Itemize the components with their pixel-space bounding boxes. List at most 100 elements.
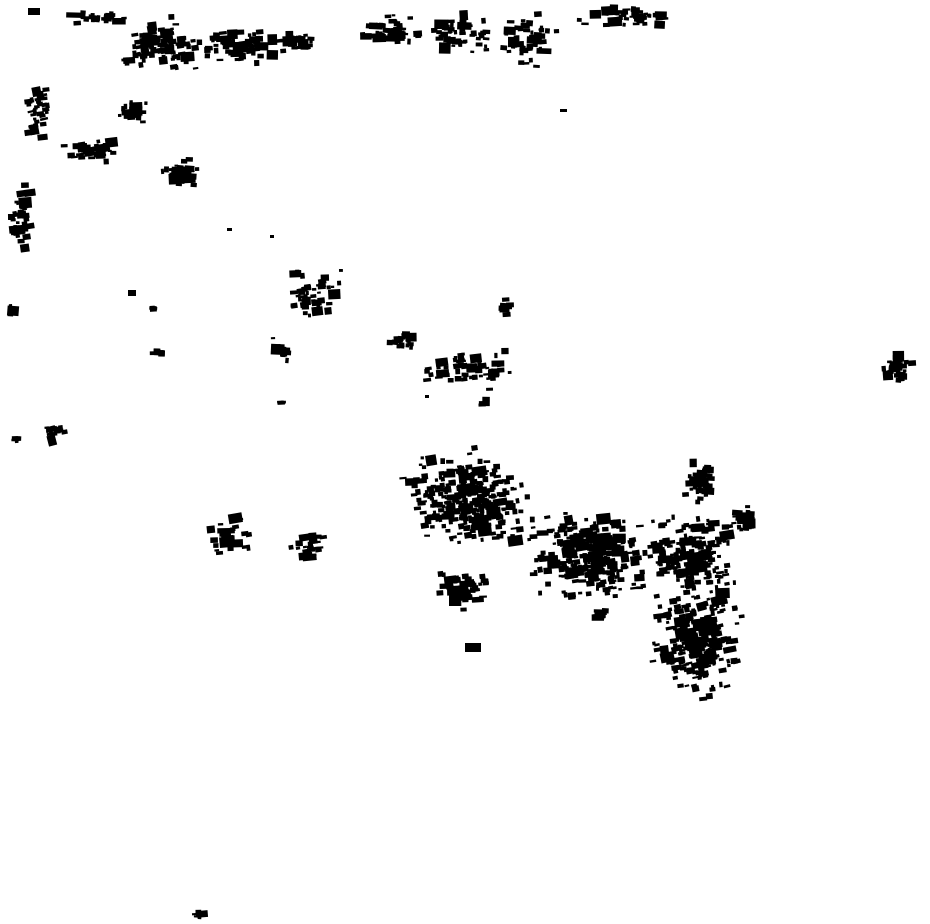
building-footprint <box>523 47 530 51</box>
building-footprint <box>691 523 705 533</box>
building-footprint <box>446 493 462 501</box>
building-footprint <box>705 544 713 551</box>
building-footprint <box>303 33 308 37</box>
building-footprint <box>285 357 289 364</box>
building-footprint <box>518 509 524 514</box>
building-footprint <box>58 425 63 429</box>
building-footprint <box>617 577 625 583</box>
building-footprint <box>554 532 560 535</box>
building-footprint <box>563 514 574 526</box>
building-footprint <box>465 643 481 652</box>
building-footprint <box>688 548 695 553</box>
building-footprint <box>28 124 35 129</box>
building-footprint <box>590 564 596 568</box>
building-footprint <box>435 36 444 41</box>
building-footprint <box>435 358 444 363</box>
building-footprint <box>702 472 707 479</box>
building-footprint <box>673 603 682 610</box>
building-footprint <box>477 458 483 465</box>
building-footprint <box>477 524 485 529</box>
building-footprint <box>543 515 551 520</box>
building-footprint <box>601 526 609 532</box>
building-footprint <box>529 534 538 540</box>
building-footprint <box>478 503 485 509</box>
building-footprint <box>461 573 469 580</box>
building-footprint <box>631 582 637 586</box>
building-footprint <box>616 568 623 573</box>
building-footprint <box>43 93 48 97</box>
building-footprint <box>702 466 714 474</box>
building-footprint <box>653 612 666 620</box>
building-footprint <box>731 521 737 525</box>
building-footprint <box>504 30 509 36</box>
building-footprint <box>250 39 254 44</box>
building-footprint <box>204 53 211 59</box>
building-footprint <box>311 306 324 317</box>
building-footprint <box>654 11 667 18</box>
building-footprint <box>228 41 234 47</box>
building-footprint <box>411 482 418 489</box>
building-footprint <box>436 590 444 596</box>
building-footprint <box>501 347 509 355</box>
building-footprint <box>482 29 491 35</box>
building-footprint <box>692 670 699 675</box>
building-footprint <box>583 571 590 579</box>
building-footprint <box>589 524 598 530</box>
building-footprint <box>711 660 716 666</box>
building-footprint <box>623 16 630 21</box>
building-footprint <box>522 61 530 65</box>
building-footprint <box>124 108 140 119</box>
building-footprint <box>302 545 308 549</box>
building-footprint <box>490 376 496 382</box>
building-footprint <box>501 297 510 302</box>
building-footprint <box>528 57 533 63</box>
building-footprint <box>726 658 731 664</box>
building-footprint <box>168 167 173 172</box>
building-footprint <box>28 8 40 15</box>
building-footprint <box>612 586 617 590</box>
building-footprint <box>672 666 679 674</box>
building-footprint <box>80 10 86 15</box>
building-footprint <box>658 564 663 567</box>
building-footprint <box>217 522 224 526</box>
building-footprint <box>597 614 605 620</box>
building-footprint <box>649 659 657 663</box>
building-footprint <box>435 485 441 489</box>
building-footprint <box>39 121 47 127</box>
building-footprint <box>73 20 82 26</box>
building-footprint <box>647 554 654 559</box>
building-footprint <box>394 38 401 45</box>
building-footprint <box>17 238 25 244</box>
building-footprint <box>683 554 689 559</box>
building-footprint <box>382 27 391 34</box>
building-footprint <box>530 30 534 35</box>
building-footprint <box>595 512 612 526</box>
building-footprint <box>746 521 753 528</box>
building-footprint <box>448 580 457 585</box>
building-footprint <box>469 33 475 37</box>
building-footprint <box>23 188 36 198</box>
building-footprint <box>686 645 696 652</box>
building-footprint <box>506 49 512 54</box>
building-footprint <box>288 544 294 550</box>
building-footprint <box>240 43 249 52</box>
building-footprint <box>112 17 126 25</box>
building-footprint <box>513 35 520 42</box>
building-footprint <box>471 598 476 603</box>
building-footprint <box>291 46 298 50</box>
building-footprint <box>437 508 445 513</box>
building-footprint <box>722 572 730 577</box>
building-footprint <box>438 42 451 54</box>
building-footprint <box>419 510 427 515</box>
building-footprint <box>537 33 546 39</box>
building-footprint <box>441 494 447 499</box>
building-footprint <box>579 567 585 574</box>
building-footprint <box>88 14 95 20</box>
building-footprint <box>616 536 621 542</box>
building-footprint <box>483 460 491 464</box>
building-footprint <box>437 491 444 497</box>
building-footprint <box>75 152 84 157</box>
building-footprint <box>608 585 614 590</box>
building-footprint <box>523 28 531 33</box>
